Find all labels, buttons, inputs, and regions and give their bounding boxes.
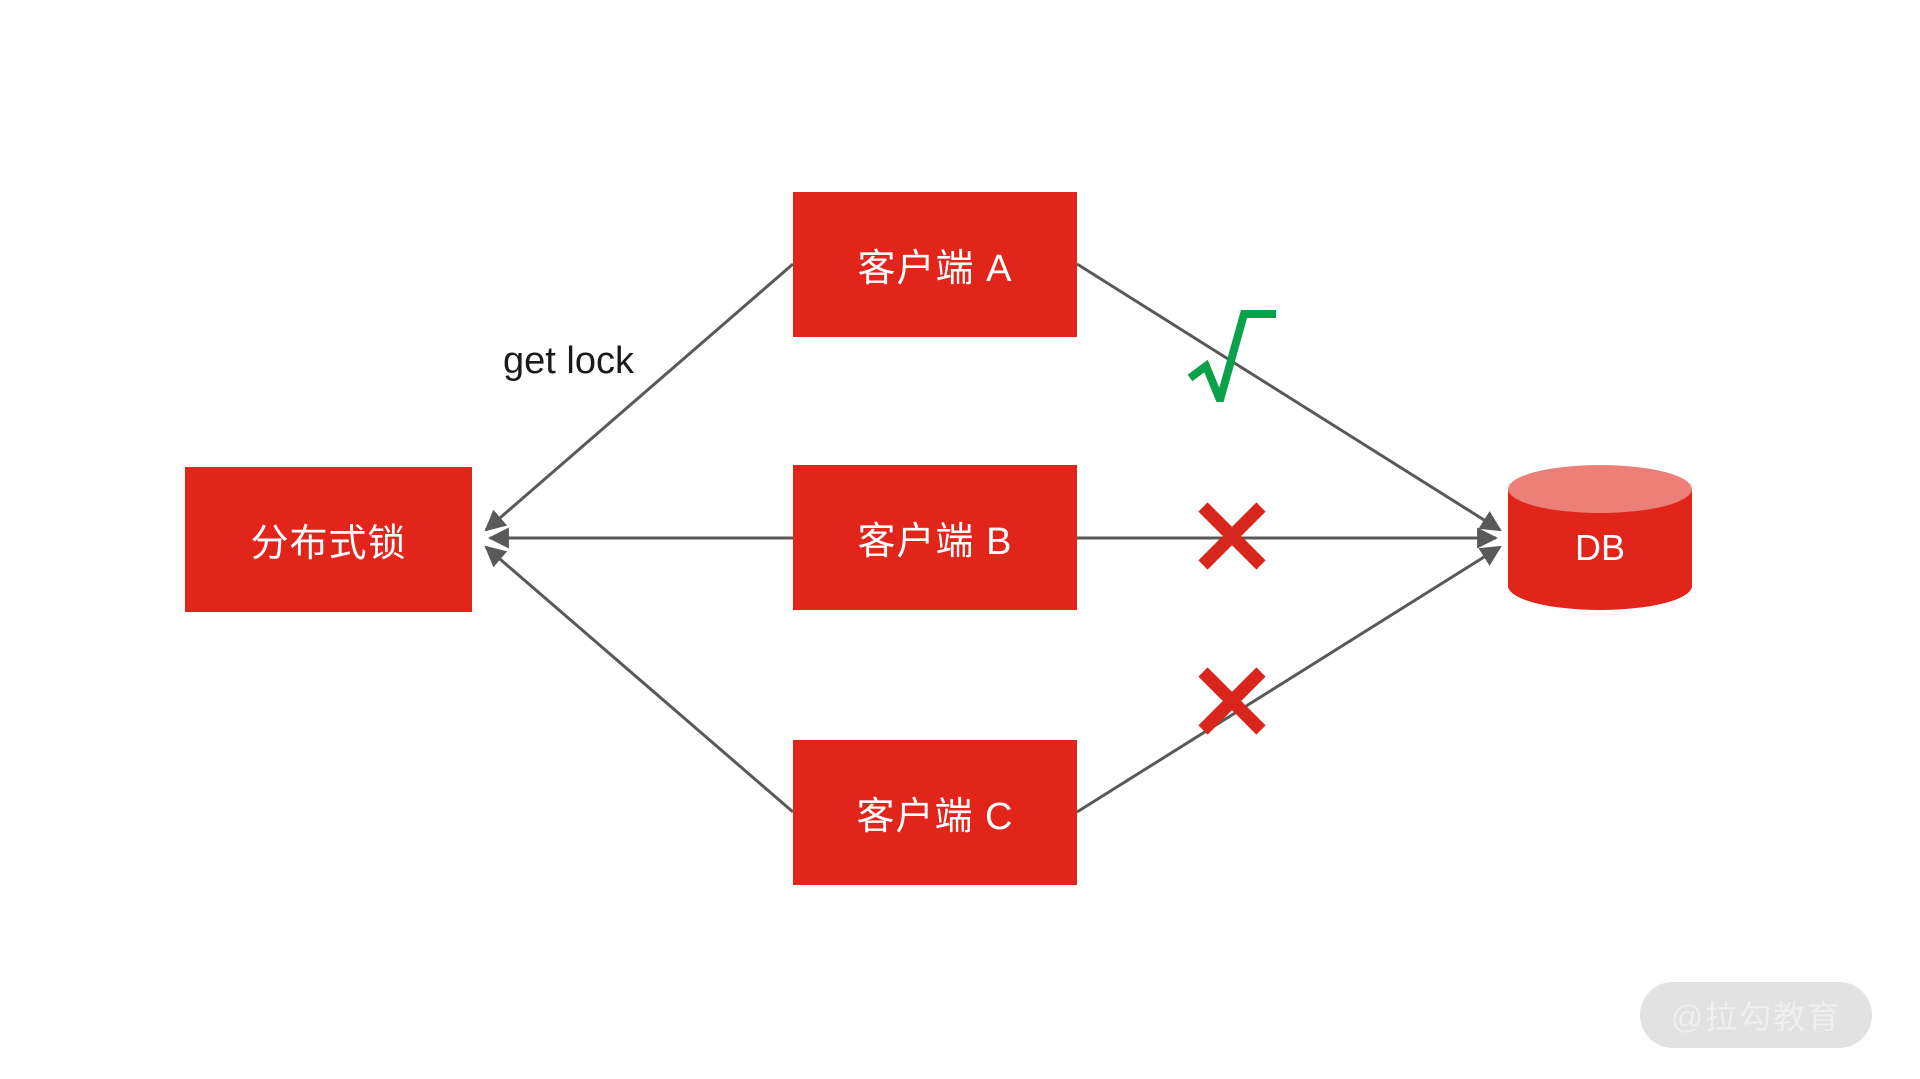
node-database-label: DB [1574, 527, 1625, 568]
node-distributed-lock[interactable]: 分布式锁 [185, 467, 472, 612]
cross-icon-client-b [1196, 500, 1268, 572]
checkmark-icon [1186, 300, 1278, 413]
edge-client-a-to-lock [484, 262, 794, 532]
watermark-badge: @拉勾教育 [1640, 982, 1872, 1048]
node-database-cylinder[interactable]: DB [1508, 465, 1692, 610]
cylinder-top-ellipse [1508, 465, 1692, 513]
edge-client-a-to-db [1076, 262, 1502, 532]
edge-client-c-to-db [1076, 545, 1502, 814]
node-client-c-label: 客户端 C [856, 796, 1014, 838]
node-client-a[interactable]: 客户端 A [793, 192, 1077, 337]
node-client-c[interactable]: 客户端 C [793, 740, 1077, 885]
cross-icon-client-c [1196, 665, 1268, 737]
node-client-b[interactable]: 客户端 B [793, 465, 1077, 610]
edge-label-get-lock: get lock [503, 340, 634, 382]
node-client-a-label: 客户端 A [857, 248, 1013, 290]
edge-client-c-to-lock [484, 545, 794, 814]
node-distributed-lock-label: 分布式锁 [250, 523, 407, 565]
watermark-text: @拉勾教育 [1670, 999, 1842, 1035]
node-client-b-label: 客户端 B [857, 521, 1013, 563]
